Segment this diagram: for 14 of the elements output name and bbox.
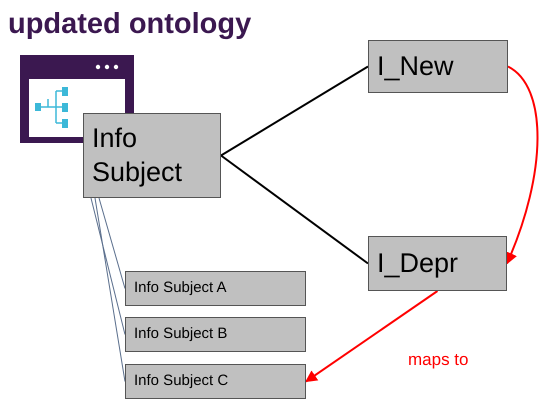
diagram-title: updated ontology: [8, 7, 252, 42]
connector-line: [90, 198, 126, 335]
concept-box: Info Subject B: [125, 317, 306, 352]
concept-box: I_Depr: [368, 236, 507, 291]
arrow: [506, 66, 538, 265]
connector-line: [94, 198, 126, 382]
concept-box: Info Subject: [83, 113, 221, 198]
concept-box: Info Subject C: [125, 364, 306, 399]
concept-box: I_New: [368, 40, 508, 93]
connector-line: [220, 66, 369, 156]
connector-line: [220, 154, 369, 264]
concept-box: Info Subject A: [125, 271, 306, 306]
connector-line: [98, 198, 126, 289]
arrow: [305, 290, 438, 382]
